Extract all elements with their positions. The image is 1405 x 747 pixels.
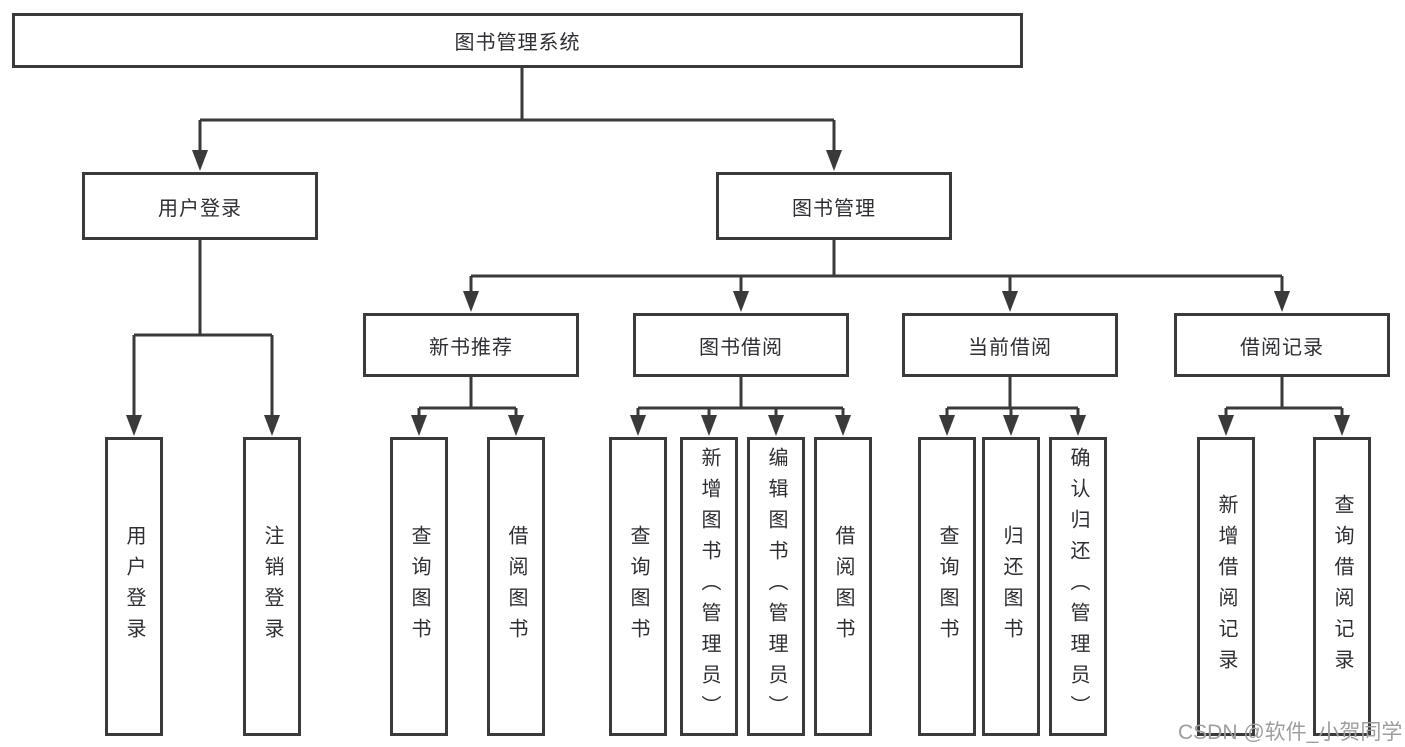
node-label: 查询图书 (936, 524, 958, 649)
node-label: 查询图书 (627, 524, 649, 649)
node-label: 用户登录 (158, 197, 242, 220)
node-label: 图书管理 (792, 197, 876, 220)
leaf-logout: 注销登录 (243, 437, 301, 736)
node-label: 当前借阅 (968, 336, 1052, 359)
csdn-watermark: CSDN @软件_小贺同学 (1178, 721, 1403, 744)
node-label: 编辑图书（管理员） (765, 447, 787, 726)
leaf-edit-book-admin: 编辑图书（管理员） (747, 437, 805, 736)
connector-bookborrow-to-leaves (636, 377, 845, 424)
node-label: 确认归还（管理员） (1067, 447, 1089, 726)
node-label: 注销登录 (261, 524, 283, 649)
node-book-borrow: 图书借阅 (633, 313, 849, 377)
leaf-query-books-current: 查询图书 (918, 437, 976, 736)
node-user-login: 用户登录 (82, 172, 318, 240)
node-borrow-records: 借阅记录 (1174, 313, 1390, 377)
node-label: 借阅图书 (505, 524, 527, 649)
leaf-query-books-recommend: 查询图书 (390, 437, 448, 736)
node-label: 查询借阅记录 (1331, 493, 1353, 680)
connector-bookmgmt-to-level3 (469, 240, 1284, 300)
connector-root-to-level2 (198, 68, 836, 158)
leaf-add-book-admin: 新增图书（管理员） (680, 437, 738, 736)
leaf-query-borrow-record: 查询借阅记录 (1313, 437, 1371, 736)
node-current-borrow: 当前借阅 (902, 313, 1118, 377)
leaf-borrow-books-recommend: 借阅图书 (487, 437, 545, 736)
node-label: 新增图书（管理员） (698, 447, 720, 726)
leaf-user-login: 用户登录 (105, 437, 163, 736)
connector-borrowrecords-to-leaves (1224, 377, 1344, 424)
node-book-management: 图书管理 (716, 172, 952, 240)
leaf-query-books-borrow: 查询图书 (609, 437, 667, 736)
node-label: 新增借阅记录 (1215, 493, 1237, 680)
node-label: 查询图书 (408, 524, 430, 649)
node-new-book-recommend: 新书推荐 (363, 313, 579, 377)
node-label: 借阅记录 (1240, 336, 1324, 359)
node-label: 图书管理系统 (454, 32, 581, 54)
node-label: 新书推荐 (429, 336, 513, 359)
node-label: 用户登录 (123, 524, 145, 649)
connector-newbook-to-leaves (417, 377, 518, 424)
leaf-confirm-return-admin: 确认归还（管理员） (1049, 437, 1107, 736)
connector-userlogin-to-leaves (132, 240, 274, 424)
leaf-return-book: 归还图书 (982, 437, 1040, 736)
connector-currentborrow-to-leaves (945, 377, 1080, 424)
node-library-management-system: 图书管理系统 (12, 13, 1023, 68)
leaf-borrow-book: 借阅图书 (814, 437, 872, 736)
node-label: 归还图书 (1000, 524, 1022, 649)
node-label: 图书借阅 (699, 336, 783, 359)
leaf-add-borrow-record: 新增借阅记录 (1197, 437, 1255, 736)
node-label: 借阅图书 (832, 524, 854, 649)
